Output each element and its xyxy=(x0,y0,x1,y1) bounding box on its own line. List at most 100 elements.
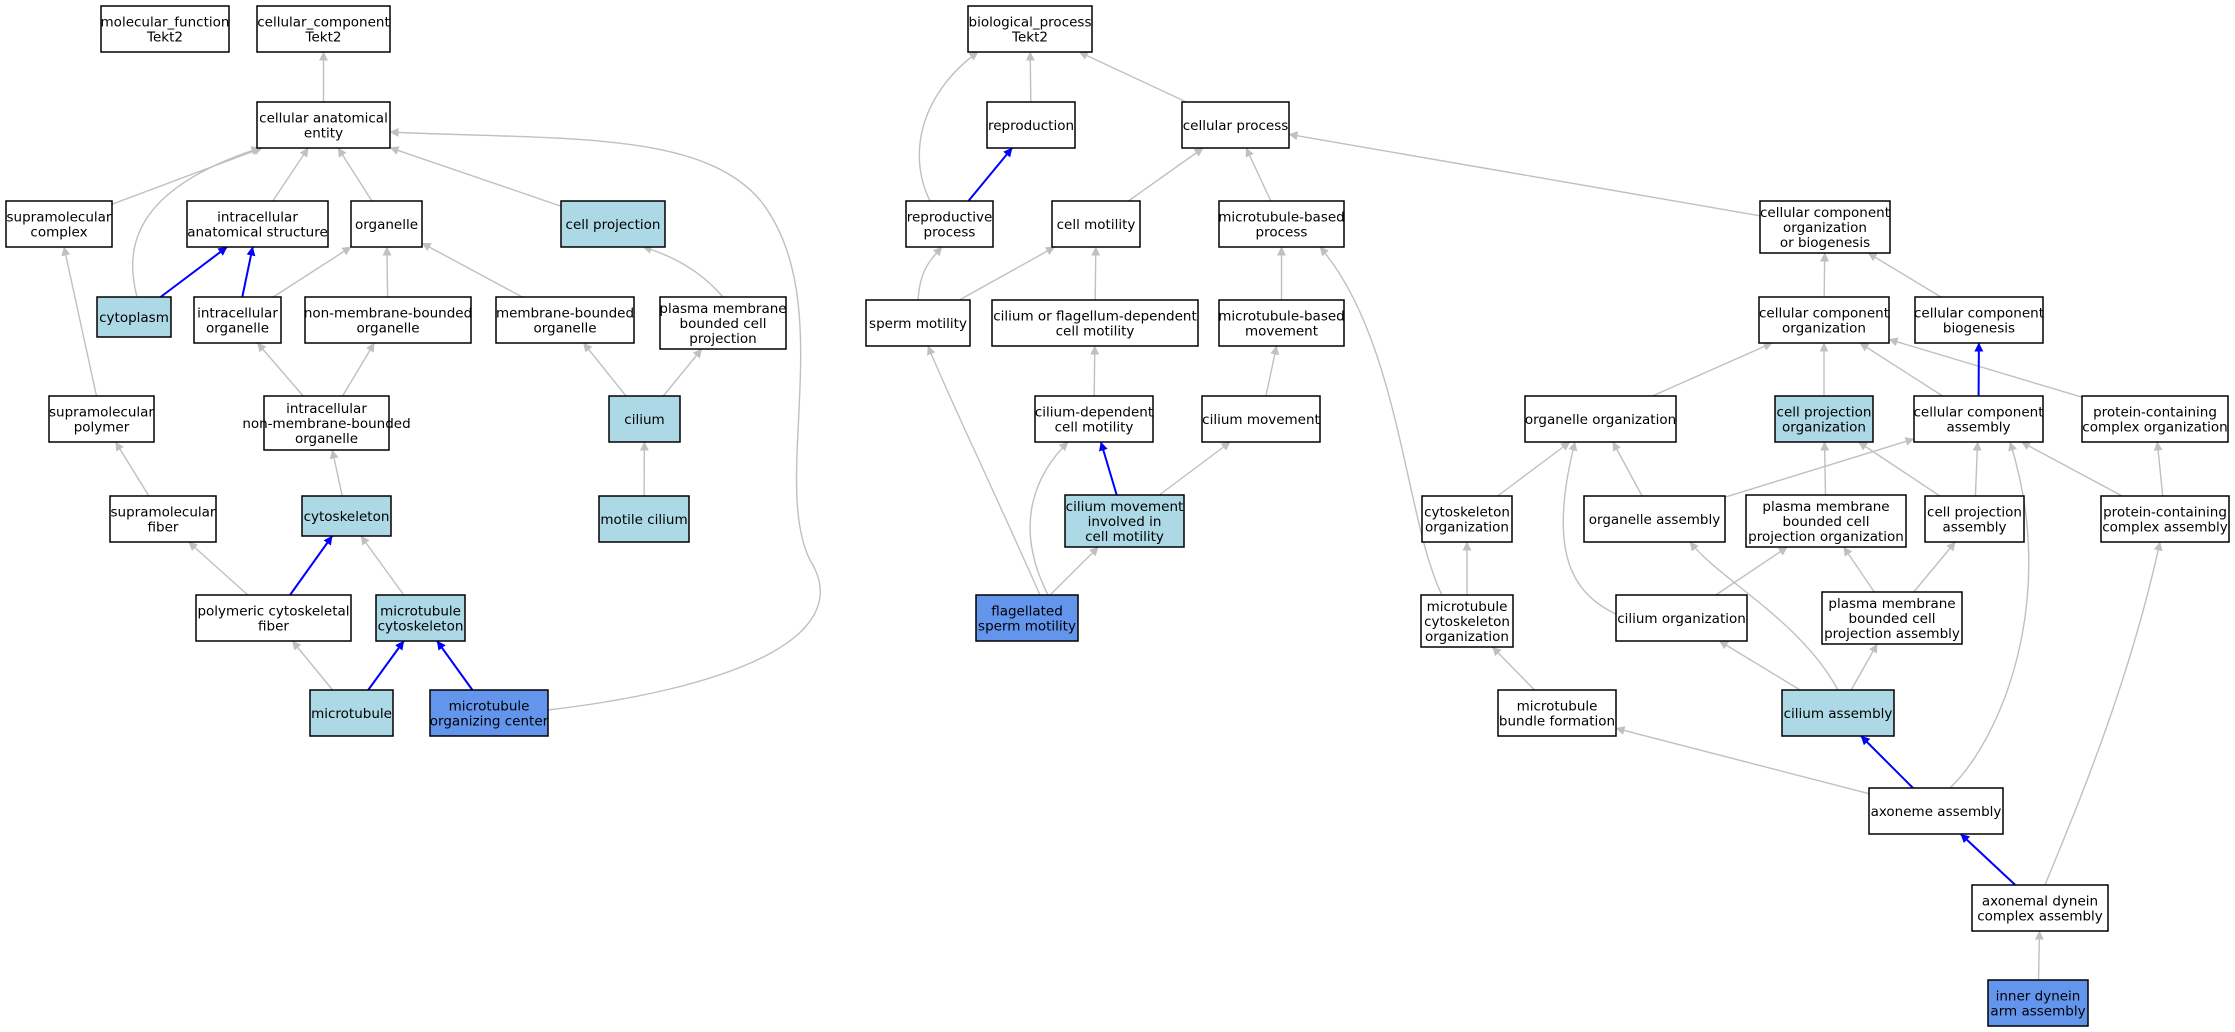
edge-fsm-to-smot xyxy=(927,345,1041,596)
node-label-line: cilium or flagellum-dependent xyxy=(993,309,1197,325)
edge-mtoc-to-mtcyto xyxy=(436,640,474,691)
node-box xyxy=(560,200,666,248)
node-label-line: cell projection xyxy=(566,217,661,233)
node-cilium-assembly: cilium assembly xyxy=(1781,689,1895,737)
edge-cco-to-ccob xyxy=(1820,252,1830,298)
node-box xyxy=(1924,495,2025,543)
edge-mtoc-to-cae xyxy=(389,127,821,711)
edge-pcco-to-cco xyxy=(1888,337,2083,398)
node-label-line: organelle assembly xyxy=(1589,512,1720,528)
node-box xyxy=(304,296,472,344)
edge-casm-to-corg xyxy=(1719,640,1801,691)
node-label-line: cellular component xyxy=(1913,405,2043,421)
node-label-line: cell projection xyxy=(1777,405,1872,421)
node-box xyxy=(495,296,635,344)
node-box xyxy=(1759,200,1891,254)
edge-cytosk-to-inmbo xyxy=(329,449,343,497)
node-box xyxy=(1868,787,2004,835)
node-box xyxy=(263,395,390,451)
node-reproduction: reproduction xyxy=(986,101,1076,149)
edge-oorg-to-cco xyxy=(1652,342,1773,397)
node-box xyxy=(256,5,391,53)
node-label-line: cytoskeleton xyxy=(1424,614,1510,630)
node-box xyxy=(1421,495,1513,543)
edge-cyto-to-ias xyxy=(159,246,228,298)
node-label-line: cell motility xyxy=(1056,324,1135,340)
edge-supfib-to-suppoly xyxy=(115,441,150,497)
node-box xyxy=(1497,689,1617,737)
node-label-line: protein-containing xyxy=(2103,505,2227,521)
node-motile-cilium: motile cilium xyxy=(598,495,690,543)
node-label-line: membrane-bounded xyxy=(496,306,634,322)
node-cellular-process: cellular process xyxy=(1181,101,1290,149)
edge-repro-to-bp xyxy=(1025,51,1035,103)
edge-mtbf-to-mtcsko xyxy=(1491,646,1536,691)
edge-idaa-to-adca xyxy=(2034,930,2044,981)
node-box xyxy=(1745,494,1907,548)
edge-rproc-to-repro xyxy=(967,147,1013,202)
node-label-line: inner dynein xyxy=(1996,989,2081,1005)
edge-casm-to-oasm xyxy=(1689,541,1839,691)
node-label-line: sperm motility xyxy=(978,619,1076,635)
node-label-line: biological_process xyxy=(969,15,1092,31)
node-label-line: cell projection xyxy=(1927,505,2022,521)
node-label-line: assembly xyxy=(1946,420,2010,436)
node-label-line: reproductive xyxy=(907,210,993,226)
edge-mt-to-mtcyto xyxy=(367,640,405,691)
node-cell-projection: cell projection xyxy=(560,200,666,248)
node-label-line: cytoskeleton xyxy=(304,509,390,525)
edge-cmicm-to-cmove xyxy=(1158,441,1231,496)
node-box xyxy=(1420,594,1514,648)
node-label-line: organization xyxy=(1782,420,1866,436)
edge-cilium-to-mbo xyxy=(582,342,627,397)
node-box xyxy=(1064,494,1185,548)
node-box xyxy=(2100,495,2230,543)
edge-axasm-to-casm xyxy=(1860,735,1914,789)
node-box xyxy=(1913,395,2044,443)
node-label-line: fiber xyxy=(148,520,179,536)
node-box xyxy=(1181,101,1290,149)
node-label-line: microtubule-based xyxy=(1218,309,1345,325)
node-label-line: organization xyxy=(1783,220,1867,236)
node-label-line: arm assembly xyxy=(1990,1004,2085,1020)
edge-cmove-to-mtbm xyxy=(1265,345,1280,397)
node-label-line: polymer xyxy=(74,420,130,436)
node-label-line: supramolecular xyxy=(6,210,111,226)
node-label-line: cilium movement xyxy=(1202,412,1320,428)
node-box xyxy=(256,101,391,149)
node-box xyxy=(195,594,352,642)
edge-cca-to-cco xyxy=(1859,342,1943,397)
edge-mt-to-pcf xyxy=(291,640,334,691)
edge-mtcsko-to-mtbp xyxy=(1319,246,1443,596)
edge-cdcm-to-cfdcm xyxy=(1090,345,1100,397)
node-label-line: plasma membrane xyxy=(1828,596,1955,612)
node-organelle: organelle xyxy=(350,200,423,248)
node-label-line: polymeric cytoskeletal xyxy=(197,604,349,620)
node-box xyxy=(1051,200,1141,248)
node-label-line: cell motility xyxy=(1085,529,1164,545)
node-intracellular-non-membrane-bounded-organelle: intracellularnon-membrane-boundedorganel… xyxy=(242,395,411,451)
node-box xyxy=(1201,395,1321,443)
node-label-line: cellular_component xyxy=(257,15,389,31)
edge-pcf-to-cytosk xyxy=(289,535,334,596)
edge-nmbo-to-org xyxy=(382,246,392,298)
